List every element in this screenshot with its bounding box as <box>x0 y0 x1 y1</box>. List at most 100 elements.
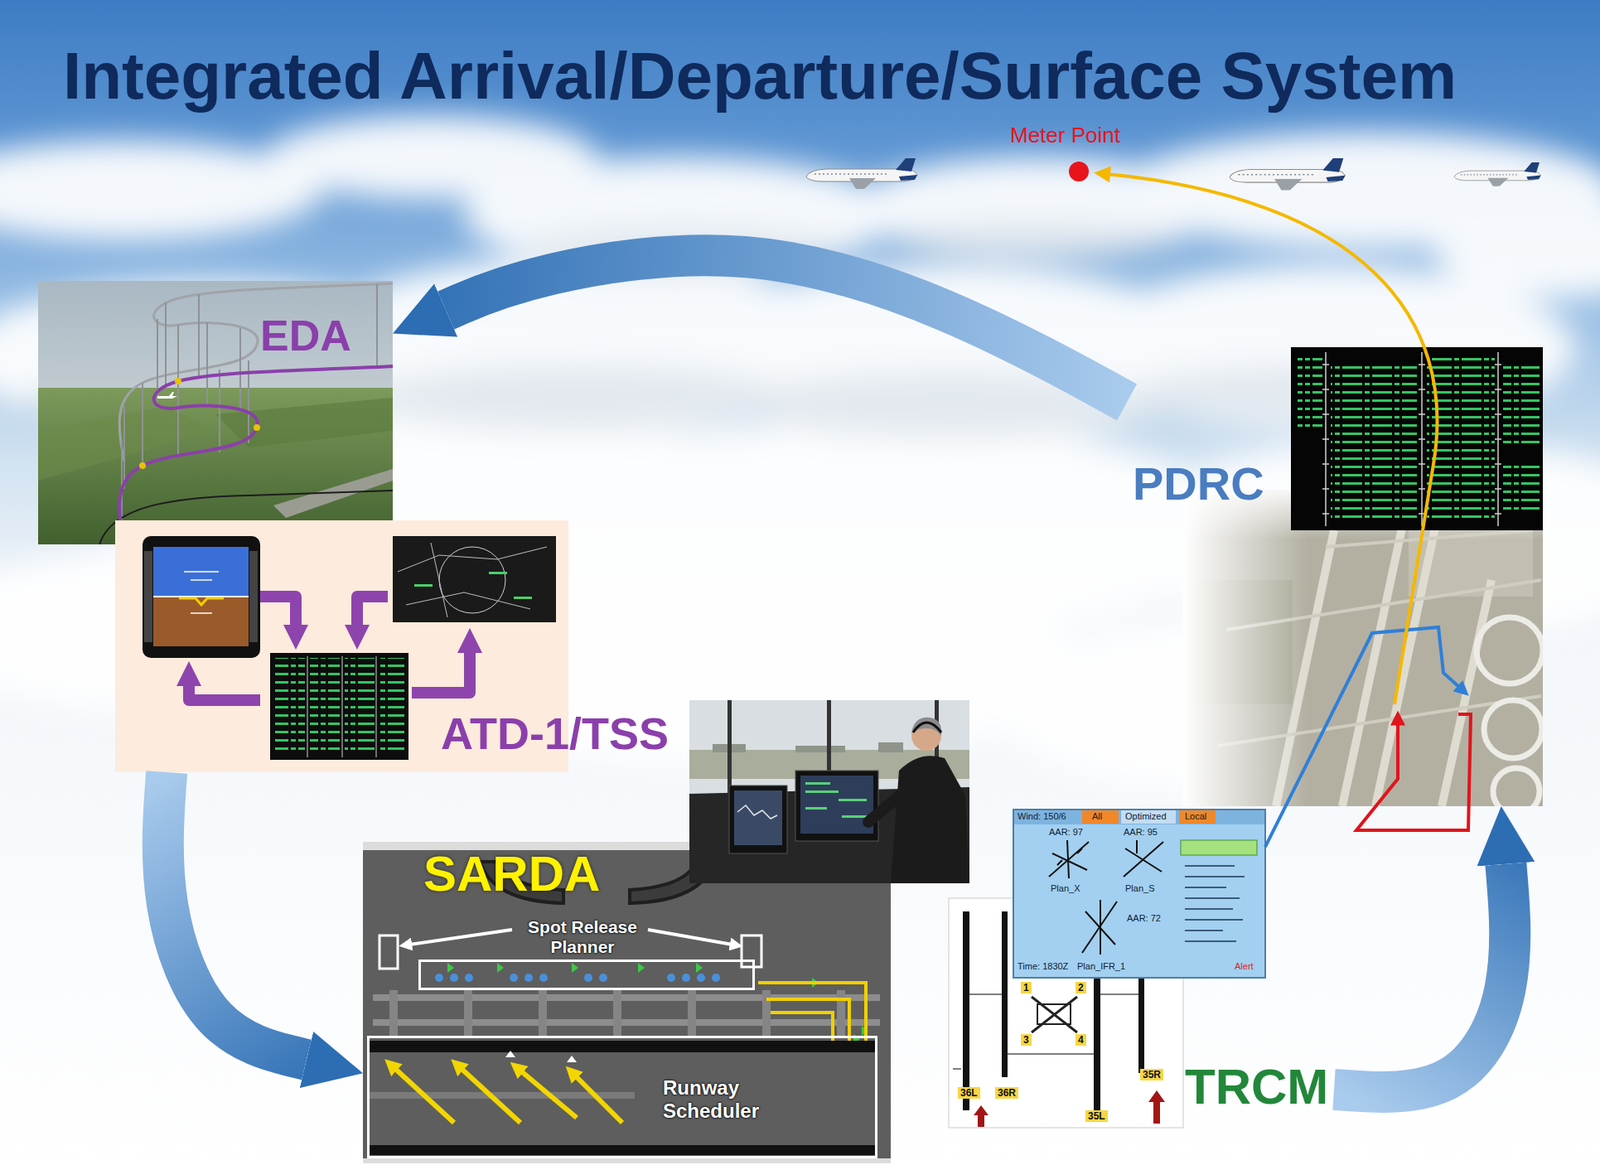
chart-tag: 2 <box>1075 981 1087 994</box>
tower-photo <box>805 782 831 785</box>
timeline-display <box>1330 361 1417 519</box>
sarda-map <box>435 973 444 982</box>
airport-chart <box>1031 996 1078 1033</box>
plane <box>806 158 1542 190</box>
aerial-photo <box>1441 580 1492 807</box>
pfd-display <box>178 598 224 605</box>
tower-photo <box>868 791 905 822</box>
pfd-display <box>249 551 258 643</box>
purple-arrow <box>188 596 470 701</box>
radar-display <box>392 536 556 623</box>
sarda-map <box>836 990 846 1036</box>
sarda-map <box>505 1050 516 1058</box>
purple-arrow <box>411 647 470 693</box>
label-holder: Local <box>1184 811 1207 822</box>
node-label: EDA <box>260 311 352 362</box>
label-holder: AAR: 97 <box>1048 826 1083 838</box>
text-label: Wind: 150/6 <box>1017 811 1067 822</box>
node-label: PDRC <box>1132 457 1265 511</box>
sarda-map <box>647 929 733 945</box>
label-holder: AAR: 72 <box>1126 913 1161 924</box>
label-holder: Optimized <box>1125 811 1167 822</box>
data-display <box>270 652 409 760</box>
node-label: TRCM <box>1184 1058 1329 1116</box>
config-dialog <box>1179 810 1216 824</box>
aerial-photo <box>1476 617 1543 684</box>
plane <box>806 158 918 189</box>
data-display <box>270 652 409 760</box>
radar-display <box>397 542 547 618</box>
yellow-route <box>1106 174 1437 705</box>
sarda-map <box>711 973 721 982</box>
tower-photo <box>795 770 879 842</box>
chart-tag: 35L <box>1085 1110 1108 1122</box>
sarda-map <box>369 1040 875 1053</box>
yellow-route <box>1106 174 1437 705</box>
tower-photo <box>727 700 732 796</box>
sarda-map <box>766 999 850 1041</box>
tower-photo <box>729 785 788 854</box>
text-label: Plan_IFR_1 <box>1077 961 1126 972</box>
sarda-map <box>566 1055 577 1063</box>
sarda-map <box>696 962 703 973</box>
tower-photo <box>689 700 970 884</box>
eda-scene <box>38 280 393 545</box>
chart-tag: 4 <box>1075 1034 1087 1046</box>
flow-arrow <box>445 255 1127 402</box>
text-label: AAR: 72 <box>1126 913 1161 924</box>
eda-scene <box>139 377 261 469</box>
sarda-map <box>372 1019 880 1026</box>
config-dialog <box>1014 810 1265 825</box>
atd-panel: ATD-1/TSS <box>115 520 687 773</box>
tower-photo <box>805 807 827 810</box>
eda-scene <box>206 322 208 406</box>
sarda-map <box>449 973 459 982</box>
tower-photo <box>805 790 839 793</box>
aerial-photo <box>1493 768 1540 807</box>
title: Integrated Arrival/Departure/Surface Sys… <box>62 38 1457 115</box>
eda-scene <box>253 424 261 431</box>
config-dialog <box>1184 865 1245 942</box>
eda-scene <box>123 406 126 489</box>
timeline-display <box>1503 464 1540 514</box>
config-dialog <box>1013 809 1266 978</box>
eda-scene <box>239 328 242 411</box>
sarda-map <box>613 990 622 1036</box>
pdrc-panel: PDRC <box>1126 347 1543 807</box>
config-dialog <box>1048 840 1164 955</box>
eda-scene <box>164 302 167 386</box>
radar-display <box>439 546 506 614</box>
tower-photo <box>890 755 970 884</box>
chart-tag: 1 <box>1020 981 1032 994</box>
sarda-map <box>447 962 869 1045</box>
sarda-map <box>741 935 762 967</box>
sarda-map <box>394 1068 623 1123</box>
tower-photo <box>800 775 874 834</box>
airport-chart <box>962 911 970 1111</box>
eda-scene <box>198 294 200 378</box>
sarda-map <box>667 973 676 982</box>
data-display <box>377 657 405 756</box>
pfd-display <box>153 546 249 597</box>
eda-scene <box>157 391 178 399</box>
purple-arrow <box>357 596 388 630</box>
eda-scene <box>120 439 123 523</box>
eda-scene <box>376 284 378 368</box>
sarda-map <box>509 973 518 982</box>
label-holder: 1 <box>1020 981 1032 994</box>
label-holder: Plan_IFR_1 <box>1077 961 1126 972</box>
tower-photo <box>734 790 783 846</box>
label-holder: Plan_S <box>1125 883 1155 895</box>
chart-tag: 35R <box>1140 1068 1164 1081</box>
config-dialog <box>1082 899 1117 955</box>
pfd-display <box>190 579 213 581</box>
radar-display <box>397 546 547 572</box>
title-holder: Integrated Arrival/Departure/Surface Sys… <box>62 38 1457 115</box>
sarda-map <box>389 990 398 1036</box>
pfd-display <box>142 536 261 658</box>
red-route <box>1356 714 1471 831</box>
sarda-map <box>362 1158 891 1164</box>
sarda-map <box>464 990 473 1036</box>
